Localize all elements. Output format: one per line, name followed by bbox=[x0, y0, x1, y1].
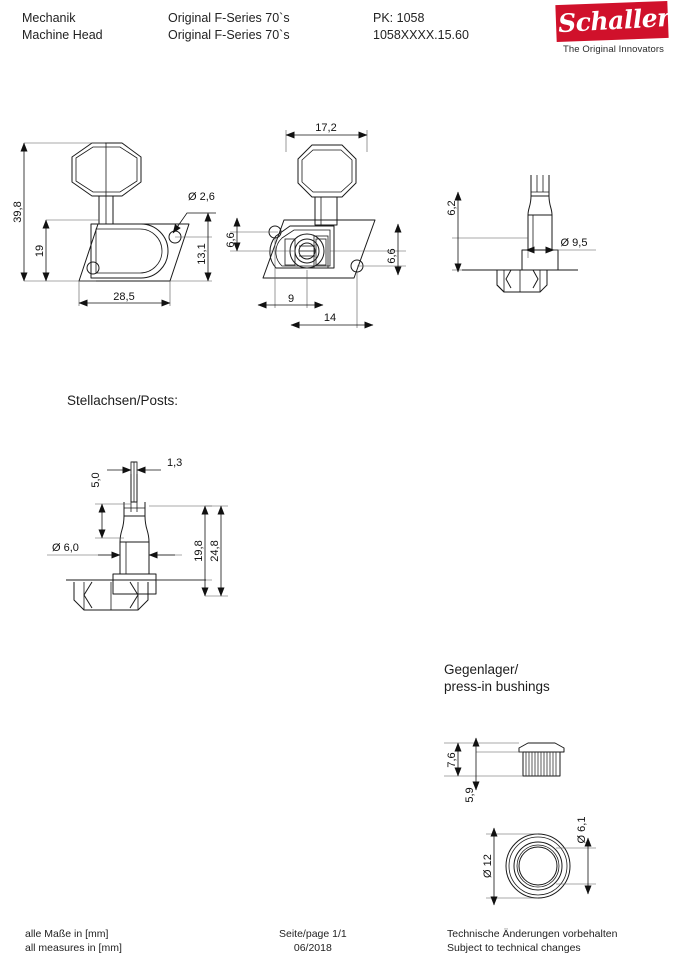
tuner-stem-side bbox=[98, 195, 114, 225]
dim-d9-5: Ø 9,5 bbox=[525, 237, 596, 258]
dim-7-6-label: 7,6 bbox=[446, 752, 458, 767]
dim-5-0: 5,0 bbox=[90, 472, 131, 539]
bushing-rings-top bbox=[505, 833, 571, 899]
dim-5-9: 5,9 bbox=[464, 737, 523, 803]
post-shaft-detail bbox=[119, 541, 150, 575]
dim-17-2: 17,2 bbox=[285, 122, 368, 152]
post-shaft-top bbox=[527, 214, 553, 251]
dim-6-2-label: 6,2 bbox=[446, 200, 458, 215]
section-caption-posts: Stellachsen/Posts: bbox=[67, 393, 179, 408]
post-shoulder bbox=[527, 195, 553, 216]
gear-housing-side bbox=[90, 223, 169, 279]
logo-tagline: The Original Innovators bbox=[562, 44, 665, 55]
dim-13-1-label: 13,1 bbox=[196, 243, 208, 264]
dim-24-8: 24,8 bbox=[205, 505, 228, 597]
drawing-machine-head-top-view: 6,2 Ø 9,5 bbox=[446, 175, 596, 293]
tuner-stem-front bbox=[314, 196, 338, 226]
footer-notice: Technische Änderungen vorbehalten Subjec… bbox=[447, 928, 617, 955]
footer-measures-en: all measures in [mm] bbox=[25, 941, 122, 954]
dim-d6-0-label: Ø 6,0 bbox=[52, 542, 79, 554]
dim-39-8-label: 39,8 bbox=[12, 201, 24, 222]
dim-39-8: 39,8 bbox=[12, 142, 105, 282]
dim-d2-6: Ø 2,6 bbox=[172, 191, 216, 234]
dim-d2-6-label: Ø 2,6 bbox=[188, 191, 215, 203]
dim-13-1: 13,1 bbox=[170, 212, 212, 282]
worm-boss-front bbox=[289, 233, 325, 269]
footer-page: Seite/page 1/1 06/2018 bbox=[279, 928, 347, 955]
post-top-slot bbox=[530, 175, 550, 197]
dim-6-6-left-label: 6,6 bbox=[225, 232, 237, 247]
header-model-en: Original F-Series 70`s bbox=[168, 28, 290, 42]
drawing-machine-head-side-view: 39,8 19 28,5 Ø 2,6 13,1 bbox=[12, 142, 216, 307]
bushing-body-side bbox=[518, 742, 565, 777]
dim-6-2: 6,2 bbox=[446, 191, 528, 273]
dim-19-8-label: 19,8 bbox=[193, 540, 205, 561]
footer-notice-en: Subject to technical changes bbox=[447, 941, 581, 954]
footer-page-number: Seite/page 1/1 bbox=[279, 928, 347, 940]
dim-d6-1: Ø 6,1 bbox=[556, 817, 596, 895]
drawing-bushing-top-view: Ø 12 Ø 6,1 bbox=[482, 817, 596, 906]
document-header: Mechanik Machine Head Original F-Series … bbox=[0, 0, 675, 70]
caption-bushings-line2: press-in bushings bbox=[444, 679, 550, 694]
post-gear-body bbox=[73, 581, 149, 611]
dim-24-8-label: 24,8 bbox=[209, 540, 221, 561]
dim-9-label: 9 bbox=[288, 293, 294, 305]
dim-19-label: 19 bbox=[34, 245, 46, 257]
dim-1-3-label: 1,3 bbox=[167, 457, 182, 469]
dim-14: 14 bbox=[290, 272, 374, 329]
header-article-number: 1058XXXX.15.60 bbox=[373, 28, 469, 42]
dim-d12-label: Ø 12 bbox=[482, 854, 494, 878]
dim-6-6-left: 6,6 bbox=[225, 217, 295, 252]
post-collar bbox=[521, 249, 559, 271]
baseplate-front bbox=[262, 219, 376, 279]
schaller-logo: Schaller The Original Innovators bbox=[552, 0, 675, 64]
footer-date: 06/2018 bbox=[293, 941, 332, 954]
section-caption-bushings: Gegenlager/ press-in bushings bbox=[444, 661, 550, 695]
post-string-blade bbox=[130, 461, 138, 503]
tuner-button-front bbox=[297, 144, 357, 198]
drawing-post-detail-view: 5,0 1,3 Ø 6,0 19,8 bbox=[47, 457, 228, 611]
dim-14-label: 14 bbox=[324, 312, 336, 324]
post-slot-head bbox=[123, 502, 146, 517]
dim-28-5-label: 28,5 bbox=[113, 291, 134, 303]
dim-7-6: 7,6 bbox=[444, 742, 523, 777]
drawing-bushing-side-view: 7,6 5,9 bbox=[444, 737, 565, 803]
dim-6-6-right: 6,6 bbox=[330, 223, 406, 276]
footer-measures-de: alle Maße in [mm] bbox=[25, 928, 109, 940]
gear-housing-front bbox=[269, 225, 335, 269]
tuner-button-side bbox=[71, 142, 142, 197]
dim-d12: Ø 12 bbox=[482, 827, 538, 906]
logo-wordmark: Schaller bbox=[557, 2, 671, 39]
dim-d6-0: Ø 6,0 bbox=[47, 542, 182, 559]
dim-28-5: 28,5 bbox=[78, 281, 171, 307]
dim-1-3: 1,3 bbox=[107, 457, 182, 474]
post-collar-detail bbox=[112, 573, 157, 595]
header-model-de: Original F-Series 70`s bbox=[168, 11, 290, 25]
gear-body-top bbox=[496, 269, 548, 293]
header-product-type-de: Mechanik bbox=[22, 11, 76, 25]
header-pk-number: PK: 1058 bbox=[373, 11, 425, 25]
dim-9: 9 bbox=[257, 238, 324, 309]
baseplate-side bbox=[78, 223, 190, 282]
caption-bushings-line1: Gegenlager/ bbox=[444, 662, 519, 677]
dim-19-8: 19,8 bbox=[149, 505, 212, 597]
dim-17-2-label: 17,2 bbox=[315, 122, 336, 134]
dim-19: 19 bbox=[34, 219, 99, 282]
footer-notice-de: Technische Änderungen vorbehalten bbox=[447, 928, 618, 940]
footer-measures: alle Maße in [mm] all measures in [mm] bbox=[25, 928, 122, 955]
dim-5-0-label: 5,0 bbox=[90, 472, 102, 487]
dim-d6-1-label: Ø 6,1 bbox=[576, 817, 588, 844]
drawing-machine-head-front-view: 17,2 6,6 6,6 9 14 bbox=[225, 122, 406, 329]
dim-d9-5-label: Ø 9,5 bbox=[561, 237, 588, 249]
post-taper bbox=[119, 515, 150, 543]
bushing-knurl bbox=[525, 752, 557, 776]
dim-5-9-label: 5,9 bbox=[464, 787, 476, 802]
header-product-type-en: Machine Head bbox=[22, 28, 103, 42]
dim-6-6-right-label: 6,6 bbox=[386, 248, 398, 263]
